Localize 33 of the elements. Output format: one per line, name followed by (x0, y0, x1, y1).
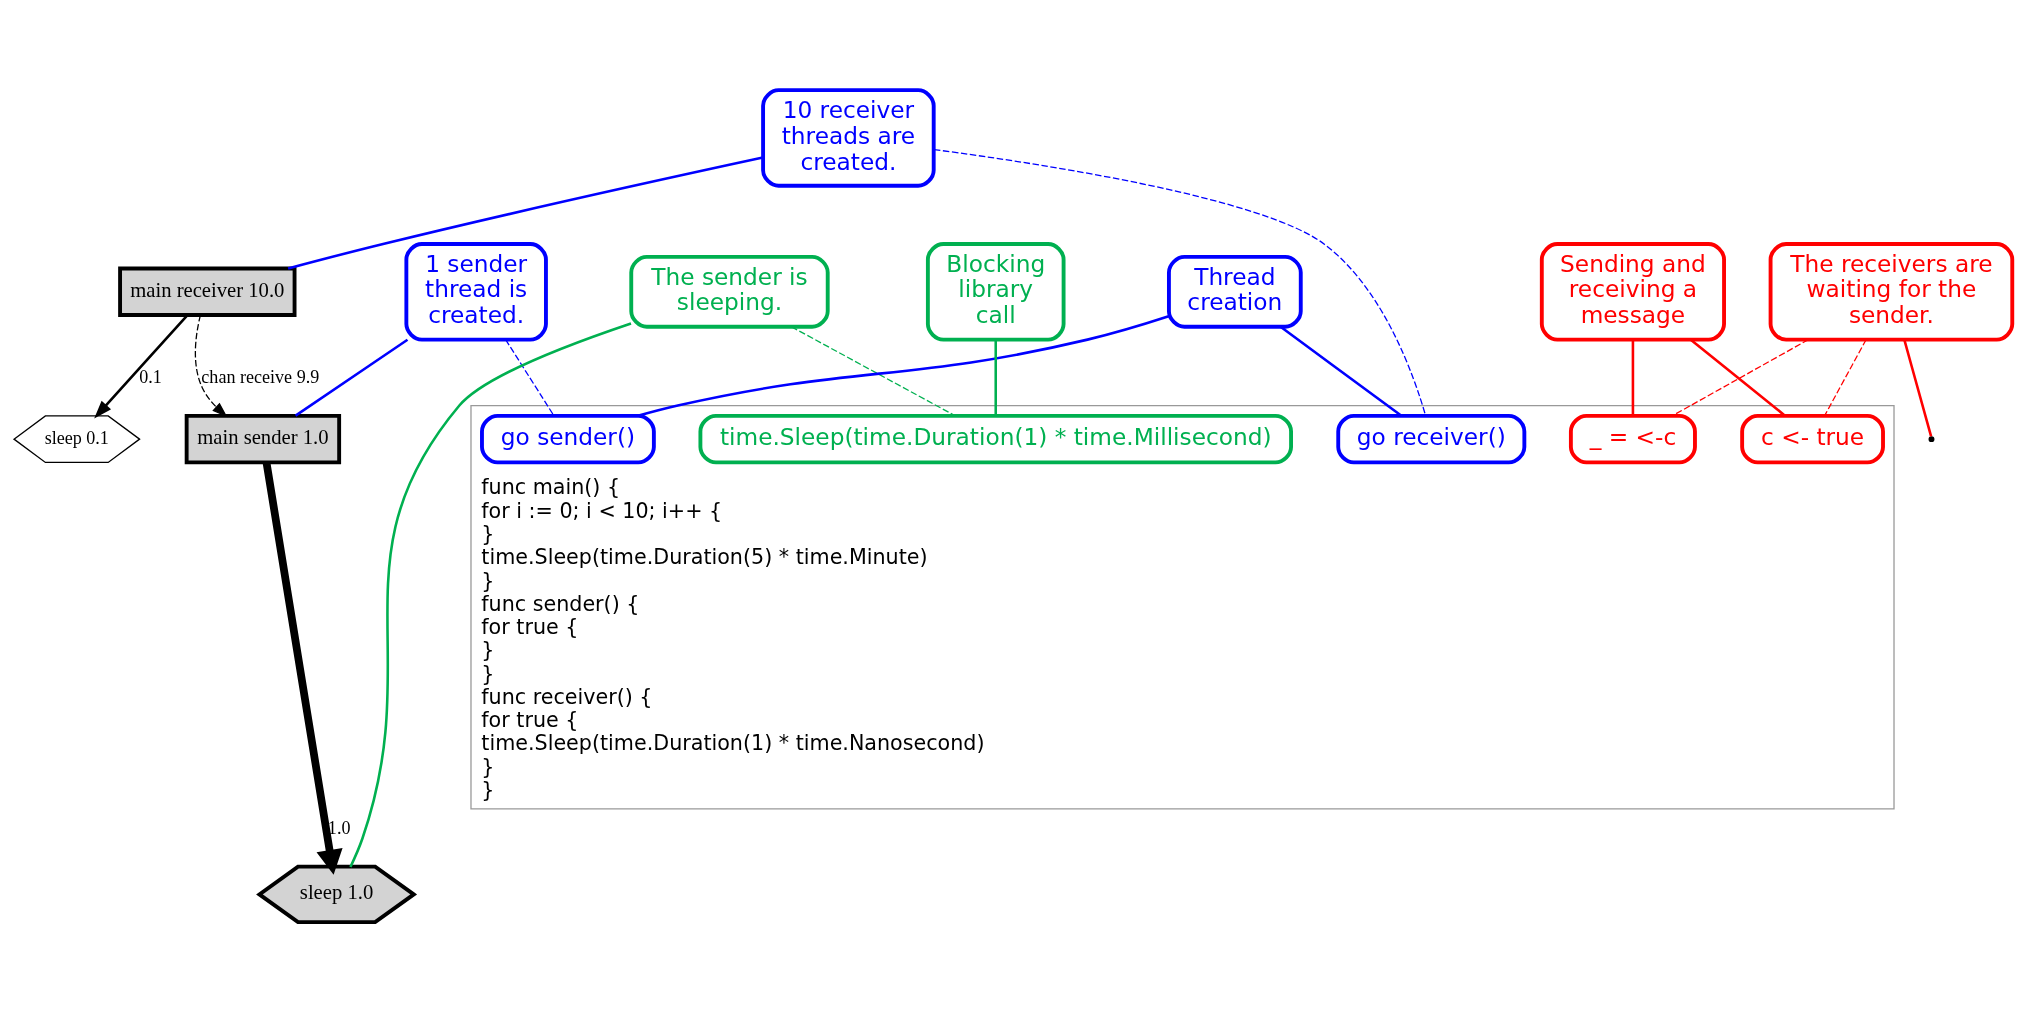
connector (1903, 338, 1933, 437)
connector (1631, 339, 1635, 416)
arrow (262, 461, 343, 875)
connector (994, 339, 997, 416)
connector (1671, 338, 1809, 416)
node-box: 10 receiver threads are created. (761, 87, 936, 188)
node-box: Blocking library call (925, 241, 1066, 342)
node-box: go sender() (480, 413, 656, 464)
connector (790, 325, 956, 416)
node-box: go receiver() (1336, 413, 1527, 464)
connector (294, 338, 409, 417)
connector (1689, 338, 1786, 417)
edge-label: 0.1 (139, 366, 162, 387)
node-box: main receiver 10.0 (118, 266, 297, 317)
node-box: time.Sleep(time.Duration(1) * time.Millisecond) (698, 413, 1293, 464)
edge-label: 1.0 (327, 817, 351, 838)
node-box: The receivers are waiting for the sender. (1768, 241, 2015, 342)
connector (1280, 325, 1403, 417)
connector (1824, 338, 1867, 416)
connector (505, 338, 555, 416)
connector (637, 314, 1170, 417)
node-box: Sending and receiving a message (1539, 241, 1726, 342)
edge-label: chan receive 9.9 (201, 366, 320, 387)
arrow (194, 314, 228, 417)
node-box: _ = <-c (1568, 413, 1697, 464)
connector (287, 155, 764, 270)
node-box: The sender is sleeping. (629, 254, 830, 329)
connector (349, 321, 632, 867)
node-box: main sender 1.0 (184, 413, 342, 464)
node-box: 1 sender thread is created. (404, 241, 548, 342)
node-box: c <- true (1740, 413, 1885, 464)
node-box: Thread creation (1167, 254, 1303, 329)
connector (933, 148, 1427, 416)
